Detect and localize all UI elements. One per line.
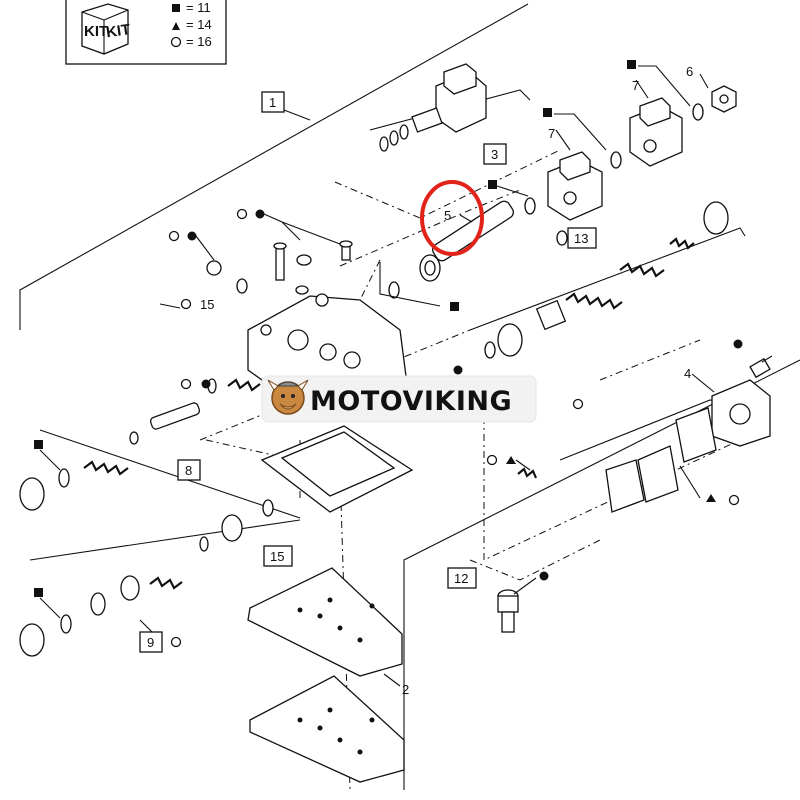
- kit-label-right: KIT: [105, 21, 131, 41]
- legend-triangle-icon: [172, 22, 180, 30]
- nut-6: [711, 85, 737, 113]
- callout-5: 5: [444, 208, 451, 223]
- spool-part-5: [419, 200, 514, 282]
- separator-plate-lower: [249, 675, 405, 783]
- watermark-banner: MOTOVIKING: [261, 375, 537, 423]
- assembly-bracket-8: [39, 429, 301, 519]
- callout-box-9: [139, 631, 163, 653]
- callout-box-12: [447, 567, 477, 589]
- viking-logo-icon: [267, 379, 309, 415]
- callout-box-8: [177, 459, 201, 481]
- leader-lines: [39, 65, 773, 687]
- legend-circle-icon: [170, 36, 182, 48]
- svg-text:= 11: = 11: [186, 0, 211, 15]
- bolts-top: [206, 240, 353, 295]
- legend-square-icon: [172, 4, 180, 12]
- fitting-7-upper: [629, 97, 683, 167]
- gaskets-right: [517, 407, 717, 513]
- solenoid-valve: [379, 63, 487, 152]
- callout-box-15: [263, 545, 293, 567]
- callout-2: 2: [402, 682, 409, 697]
- callout-7-upper: 7: [632, 78, 639, 93]
- callout-3: 3: [491, 147, 498, 162]
- callout-1: 1: [269, 95, 276, 110]
- svg-text:= 16: = 16: [186, 34, 212, 49]
- spool-assembly-8: [19, 378, 261, 511]
- callout-7-lower: 7: [548, 126, 555, 141]
- callout-8: 8: [185, 463, 192, 478]
- highlight-circle: [420, 180, 484, 256]
- fitting-7-lower: [547, 151, 603, 221]
- callout-13: 13: [574, 231, 588, 246]
- callouts: 1 3 13 8 15 9 12 6 7 7 5 15 4 2: [139, 64, 693, 697]
- callout-15-box: 15: [270, 549, 284, 564]
- callout-6: 6: [686, 64, 693, 79]
- watermark-text: MOTOVIKING: [310, 386, 512, 417]
- legend-triangle-value: 14: [197, 17, 211, 32]
- callout-box-1: [261, 91, 285, 113]
- assembly-bracket-12: [403, 359, 800, 790]
- callout-4: 4: [684, 366, 691, 381]
- spool-assembly-9: [19, 499, 274, 657]
- bolt-12: [497, 589, 519, 633]
- legend-square-value: 11: [197, 0, 211, 15]
- callout-12: 12: [454, 571, 468, 586]
- legend-circle-value: 16: [197, 34, 211, 49]
- kit-box-icon: KIT KIT: [81, 3, 131, 55]
- o-rings-upper: [388, 103, 704, 299]
- kit-label-left: KIT: [84, 23, 108, 40]
- kit-legend-box: KIT KIT = 11 = 14 = 16: [65, 0, 227, 65]
- callout-box-13: [567, 227, 597, 249]
- svg-text:= 14: = 14: [186, 17, 212, 32]
- callout-box-3: [483, 143, 507, 165]
- spring-set-13: [484, 201, 729, 359]
- callout-9: 9: [147, 635, 154, 650]
- gasket: [260, 425, 414, 513]
- bracket-13: [469, 227, 746, 331]
- assembly-bracket-1: [19, 3, 529, 330]
- kit-markers: [34, 60, 743, 648]
- callout-15-body: 15: [200, 297, 214, 312]
- solenoid-assembly-4: [711, 357, 771, 447]
- separator-plate-2: [247, 567, 403, 677]
